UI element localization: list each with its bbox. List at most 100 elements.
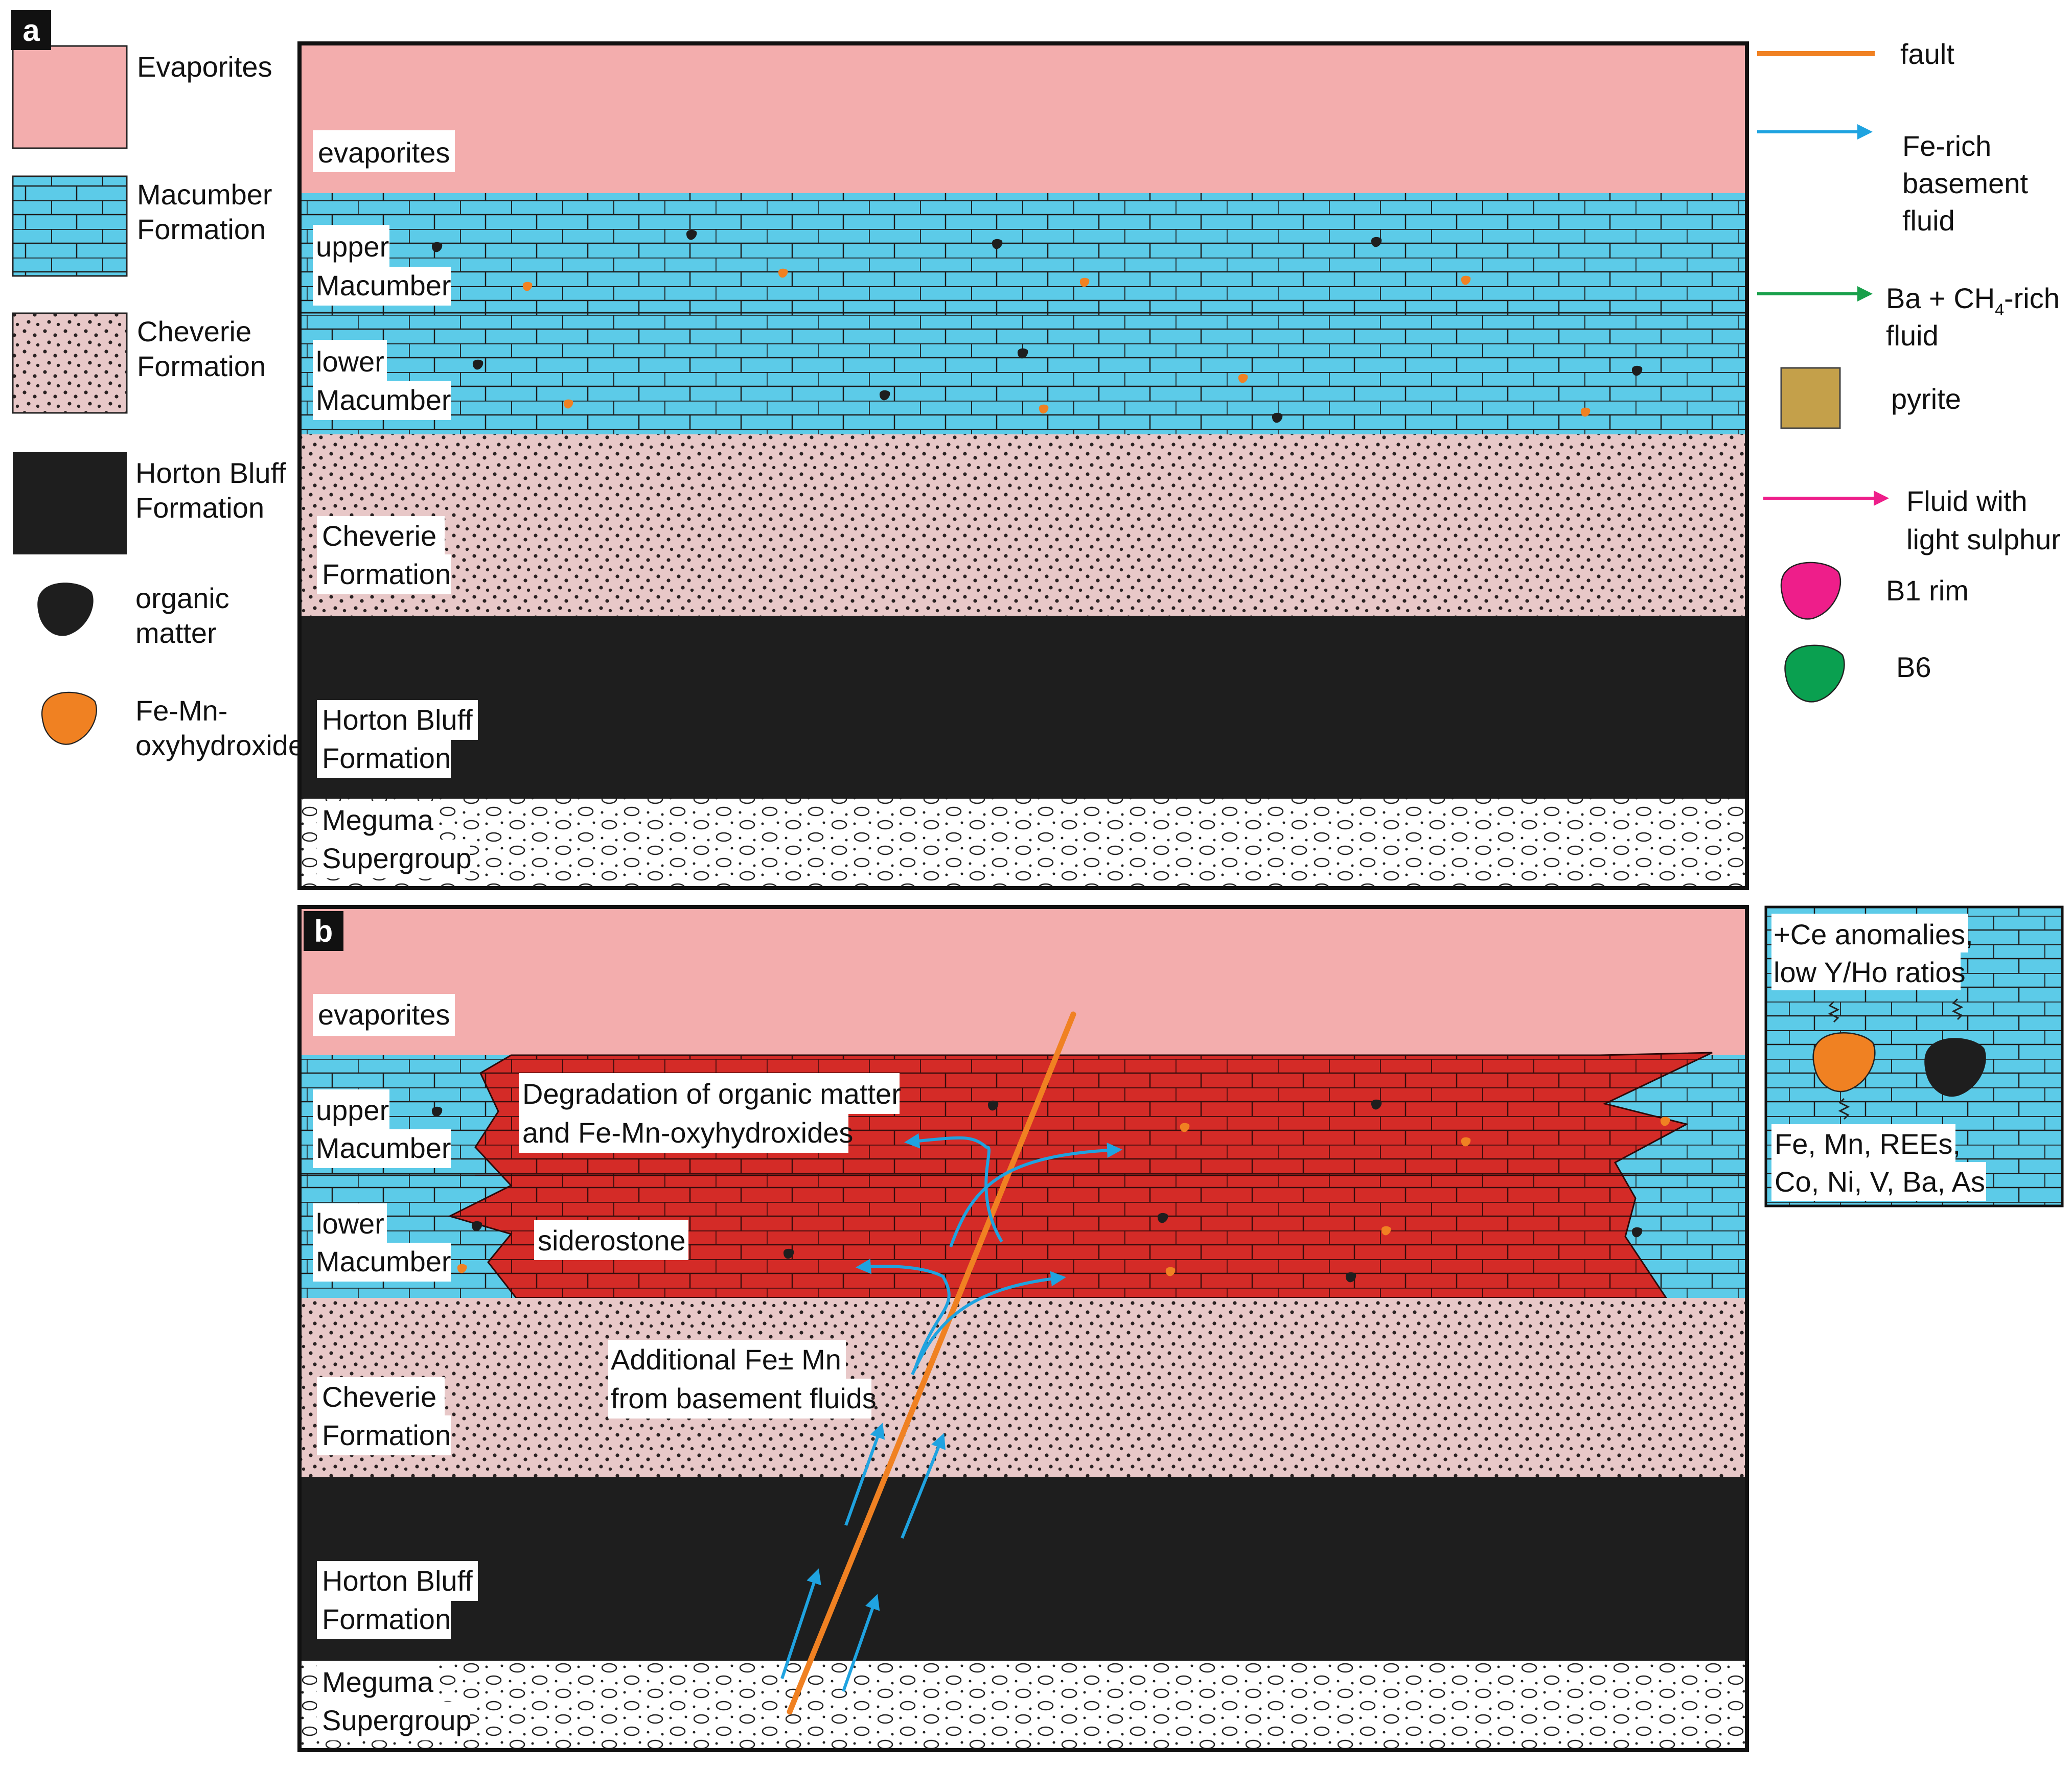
legend-fe-fluid-label-2: basement [1902,167,2028,199]
label-bg [313,130,455,172]
panel-b-lower-label-1: lower [316,1207,384,1240]
label-bg [317,1561,478,1601]
panel-b-cheverie-label-1: Cheverie [322,1381,436,1413]
panel-b-meguma-label-1: Meguma [322,1666,434,1698]
fe-rich-fluid-arrows [780,1133,1122,1692]
legend-light-sulphur-label-1: Fluid with [1906,485,2028,517]
panel-b: b evaporites upper Macumber lower Macumb… [297,905,1749,1752]
label-bg [317,840,470,878]
panel-b-horton-layer [300,1477,1747,1661]
label-bg [317,1599,451,1639]
legend-horton-label-1: Horton Bluff [135,457,286,489]
inset-y-ho-ratios: low Y/Ho ratios [1774,956,1966,988]
legend-organic-label-2: matter [135,617,217,649]
panel-b-frame [297,905,1749,1752]
label-bg [313,267,451,306]
panel-b-evaporites-label: evaporites [318,998,450,1031]
panel-a-letter: a [22,13,40,48]
legend-b6-label: B6 [1896,651,1931,683]
inset-box: +Ce anomalies, low Y/Ho ratios Fe, Mn, R… [1764,905,2064,1207]
panel-b-cheverie-layer [300,1298,1747,1477]
label-bg [1771,1162,1986,1201]
legend-b1-rim-icon [1780,562,1841,620]
legend-cheverie-label-1: Cheverie [137,315,251,347]
panel-a-lower-label-2: Macumber [316,384,451,416]
legend-femn-label-1: Fe-Mn- [135,694,227,727]
degradation-label-1: Degradation of organic matter [522,1078,901,1110]
fe-fluid-arrow [901,1433,946,1539]
legend-cheverie-swatch [12,312,128,414]
label-bg [317,1663,434,1702]
inset-ce-anomalies: +Ce anomalies, [1774,918,1973,950]
siderostone-label: siderostone [538,1224,686,1257]
panel-a: a evaporites upper Macumber lower Macumb… [11,10,1749,890]
panel-a-horton-label-1: Horton Bluff [322,704,473,736]
legend-right: fault Fe-rich basement fluid Ba + CH4-ri… [1757,38,2061,703]
legend-femn-oxyhydroxide-icon [41,691,97,745]
legend-fe-fluid-label-3: fluid [1902,204,1955,237]
label-bg [317,801,434,840]
panel-a-macumber-layer [300,193,1747,434]
legend-left: Evaporites Macumber Formation Cheverie F… [12,45,304,761]
panel-a-upper-label-2: Macumber [316,269,451,301]
legend-macumber-label-2: Formation [137,213,266,245]
panel-a-frame [297,41,1749,890]
legend-b1-rim-label: B1 rim [1886,574,1969,607]
panel-a-meguma-label-1: Meguma [322,804,434,836]
legend-macumber-label-1: Macumber [137,178,272,211]
panel-b-upper-label-1: upper [316,1094,389,1126]
fe-fluid-arrow [856,1259,951,1370]
panel-a-evaporites-label: evaporites [318,136,450,169]
fault-line [787,1011,1076,1715]
inset-elements-line-2: Co, Ni, V, Ba, As [1775,1166,1985,1198]
degradation-label-2: and Fe-Mn-oxyhydroxides [522,1117,853,1149]
label-bg [313,340,387,382]
label-bg [313,1129,451,1168]
fe-fluid-arrow [780,1568,821,1679]
panel-a-lower-label-1: lower [316,345,384,378]
label-bg [317,700,478,740]
label-bg [313,1089,389,1130]
panel-b-meguma-label-2: Supergroup [322,1704,472,1736]
label-bg [608,1340,846,1380]
label-bg [1771,1124,1955,1163]
label-bg [1771,914,1968,952]
legend-macumber-swatch [12,175,128,277]
label-bg [317,516,445,556]
legend-cheverie-label-2: Formation [137,350,266,382]
panel-b-horton-label-2: Formation [322,1603,451,1635]
legend-horton-label-2: Formation [135,492,264,524]
label-bg [519,1113,848,1153]
additional-fe-label-2: from basement fluids [611,1382,877,1414]
label-bg [317,554,451,594]
legend-fe-fluid-label-1: Fe-rich [1902,130,1991,162]
panel-a-cheverie-label-1: Cheverie [322,520,436,552]
legend-organic-matter-icon [37,583,94,636]
label-bg [313,381,451,420]
legend-pyrite-swatch [1780,367,1841,429]
legend-femn-label-2: oxyhydroxide [135,729,304,761]
panel-b-letter: b [314,914,333,948]
fe-fluid-arrow [911,1271,1066,1376]
panel-b-horton-label-1: Horton Bluff [322,1565,473,1597]
legend-pyrite-label: pyrite [1891,383,1961,415]
additional-fe-label-1: Additional Fe± Mn [611,1343,841,1376]
label-bg [317,1377,445,1417]
legend-fault-label: fault [1900,38,1954,70]
legend-horton-swatch [13,452,127,554]
legend-ba-fluid-label-2: fluid [1886,319,1939,352]
panel-b-evaporites-layer [300,907,1747,1055]
inset-elements-line-1: Fe, Mn, REEs, [1775,1128,1961,1160]
panel-a-cheverie-label-2: Formation [322,558,451,590]
panel-b-letter-box [304,911,343,951]
panel-b-meguma-layer [300,1661,1747,1750]
legend-ba-fluid-label-1: Ba + CH4-rich [1886,282,2060,319]
panel-a-meguma-label-2: Supergroup [322,842,472,874]
label-bg [317,1702,470,1740]
squiggle-arrow-icon [1828,1001,1840,1023]
label-bg [317,1415,451,1455]
fe-fluid-arrow [842,1594,880,1692]
legend-evaporites-label: Evaporites [137,51,272,83]
fe-fluid-arrow [904,1133,1003,1243]
